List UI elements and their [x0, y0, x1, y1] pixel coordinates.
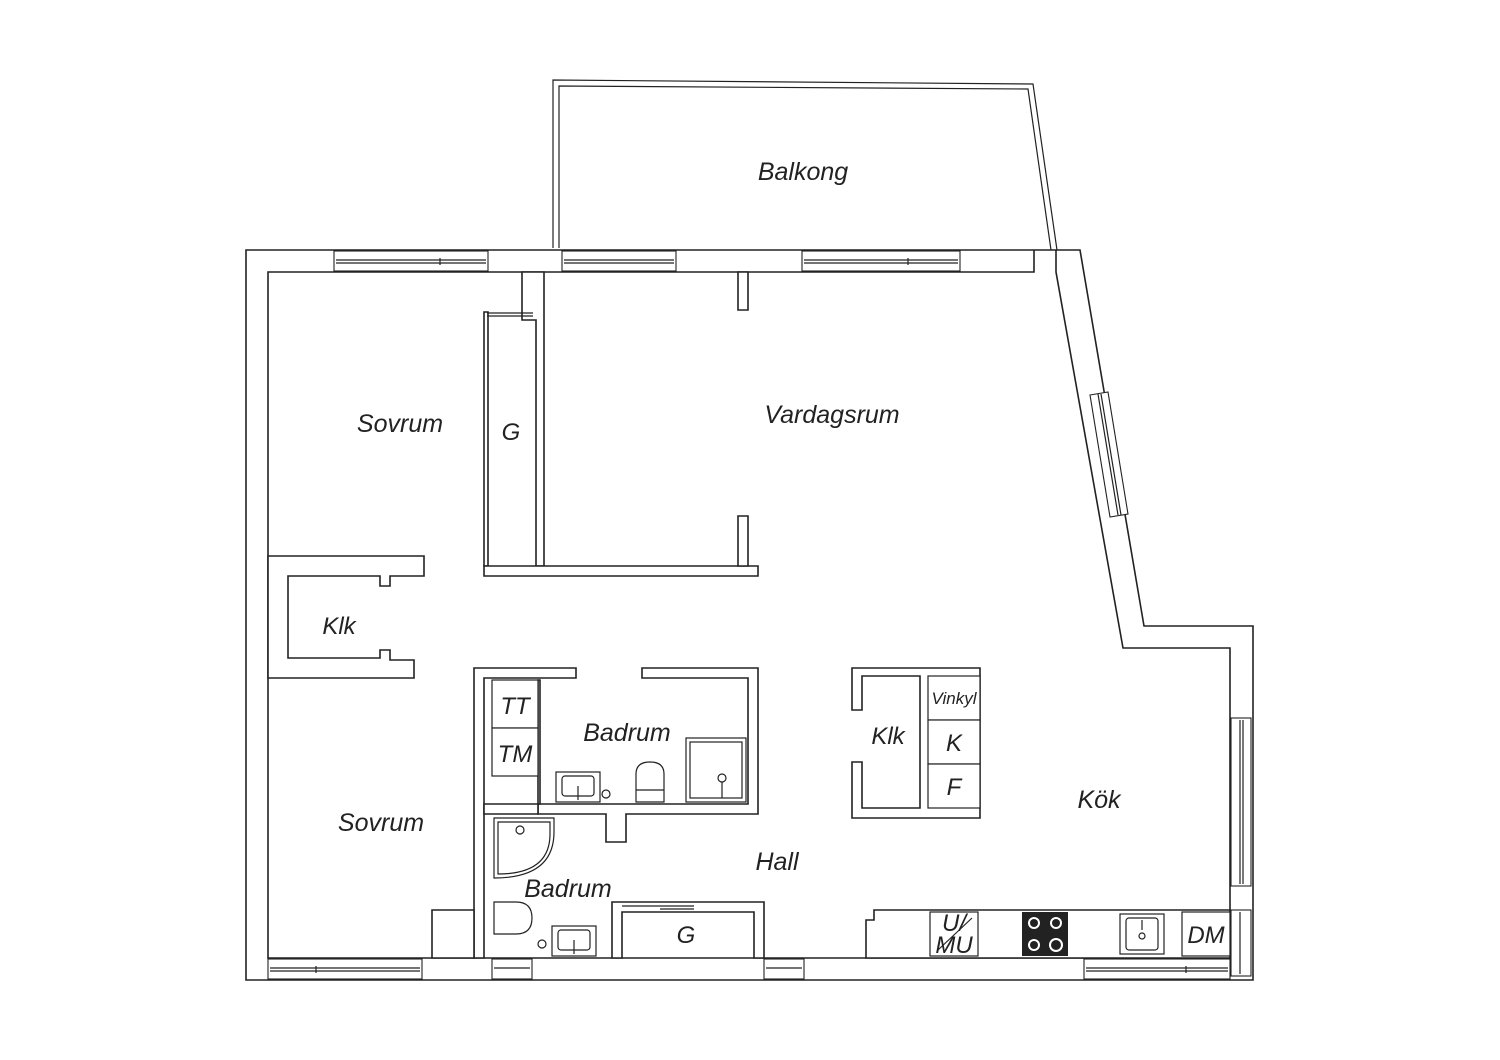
wall-living-stub-top — [737, 271, 749, 311]
label-garderob-2: G — [677, 922, 696, 949]
fixture-labels: TT TM Vinkyl K F U/ MU DM — [498, 689, 1225, 959]
stove-icon — [1022, 912, 1068, 956]
label-klk-2: Klk — [871, 723, 906, 750]
label-badrum-2: Badrum — [524, 875, 612, 903]
label-tm: TM — [498, 741, 533, 768]
cabinet-dm — [1181, 911, 1231, 957]
window-kitchen-bottom — [1083, 958, 1231, 980]
window-bathroom-bottom — [491, 958, 533, 980]
window-living-left — [561, 250, 677, 272]
cabinet-tt — [491, 679, 539, 729]
label-hall: Hall — [755, 848, 800, 876]
label-balkong: Balkong — [758, 158, 848, 186]
wall-bathroom2-top — [483, 803, 539, 815]
cabinet-k — [927, 719, 981, 765]
label-sovrum-2: Sovrum — [338, 809, 424, 837]
label-vardagsrum: Vardagsrum — [764, 401, 899, 429]
label-sovrum-1: Sovrum — [357, 410, 443, 438]
cabinet-f — [927, 763, 981, 809]
window-bedroom-bottom — [267, 958, 423, 980]
wall-living-stub-bottom — [737, 515, 749, 567]
label-vinkyl: Vinkyl — [931, 689, 977, 708]
label-tt: TT — [500, 693, 532, 720]
window-hall-bottom — [763, 958, 805, 980]
room-labels: Balkong Vardagsrum Sovrum G Klk Badrum K… — [322, 158, 1122, 949]
label-dm: DM — [1187, 922, 1224, 949]
shower1-icon — [685, 737, 747, 803]
label-mu: MU — [935, 932, 973, 959]
wall-living-bottom — [483, 565, 759, 577]
wall-bathroom1-right — [537, 667, 759, 843]
label-k: K — [946, 730, 963, 757]
kitchen-sink-icon — [1119, 913, 1165, 955]
fixtures — [491, 675, 1231, 957]
label-garderob-1: G — [502, 419, 521, 446]
wall-bedroom2-corner — [431, 909, 475, 959]
cabinet-vinkyl — [927, 675, 981, 721]
toilet1-icon — [635, 761, 665, 803]
window-kitchen-right — [1230, 717, 1252, 977]
label-klk-1: Klk — [322, 613, 357, 640]
sink2-icon — [537, 925, 597, 957]
balcony — [552, 79, 1058, 251]
label-kok: Kök — [1077, 786, 1122, 814]
wall-closet-left — [483, 311, 489, 567]
window-diagonal — [1089, 391, 1129, 518]
cabinet-tm — [491, 727, 539, 777]
toilet2-icon — [493, 901, 533, 935]
window-bedroom-top — [333, 250, 489, 272]
window-living-right — [801, 250, 961, 272]
label-u: U/ — [942, 910, 968, 937]
wall-bedroom1-bottom — [267, 555, 425, 679]
shower2-icon — [493, 817, 555, 879]
label-badrum-1: Badrum — [583, 719, 671, 747]
label-f: F — [947, 774, 963, 801]
exterior-wall — [245, 249, 1254, 981]
wall-closet2 — [611, 901, 765, 959]
sink1-icon — [555, 771, 611, 803]
windows — [267, 250, 1252, 980]
